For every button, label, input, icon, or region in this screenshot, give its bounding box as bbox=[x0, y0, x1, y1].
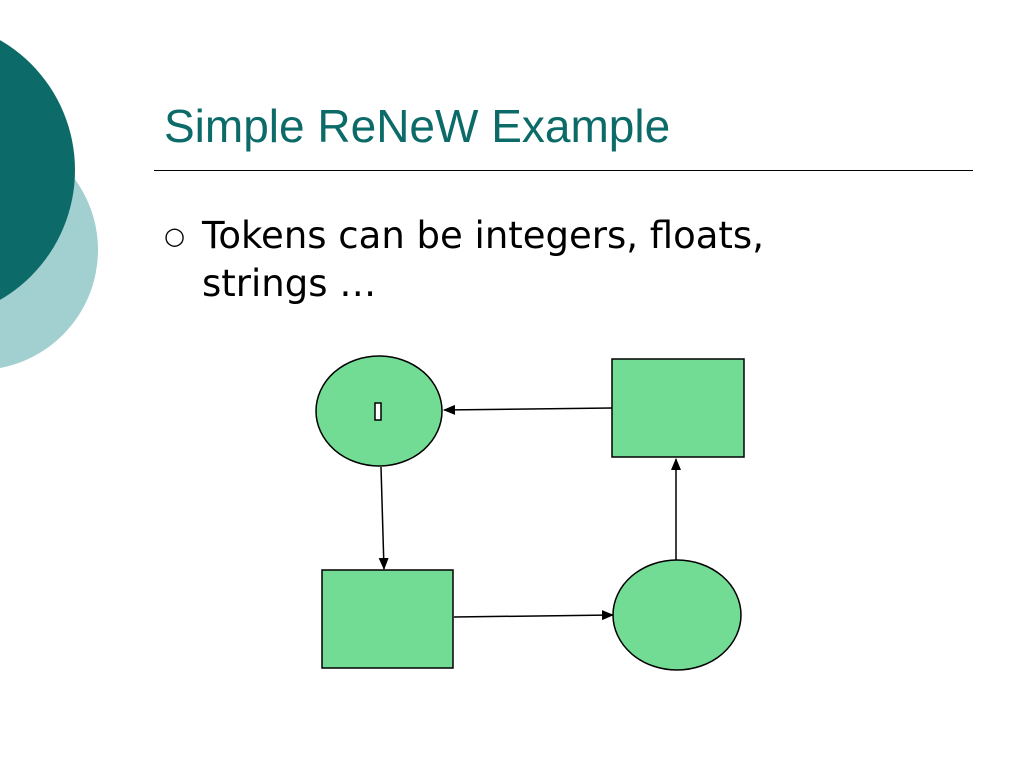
title-divider bbox=[154, 170, 973, 171]
slide-title: Simple ReNeW Example bbox=[164, 100, 671, 152]
token-marker bbox=[374, 402, 382, 421]
arc-transition-bottom-left-to-place-bottom-right bbox=[453, 610, 614, 621]
bullet-text: Tokens can be integers, floats, strings … bbox=[202, 214, 764, 305]
petri-net-diagram bbox=[315, 355, 745, 671]
bullet-list: ○ Tokens can be integers, floats, string… bbox=[164, 212, 864, 308]
place-bottom-right bbox=[612, 559, 742, 671]
transition-bottom-left bbox=[321, 569, 454, 669]
arc-transition-top-right-to-place-top-left bbox=[443, 404, 613, 415]
transition-top-right bbox=[611, 358, 745, 458]
deco-circle-dark bbox=[0, 40, 75, 300]
hollow-circle-bullet-icon: ○ bbox=[164, 222, 185, 250]
bullet-item: ○ Tokens can be integers, floats, string… bbox=[164, 212, 864, 308]
arc-place-top-left-to-transition-bottom-left bbox=[378, 466, 389, 570]
decorative-circles bbox=[0, 40, 98, 368]
